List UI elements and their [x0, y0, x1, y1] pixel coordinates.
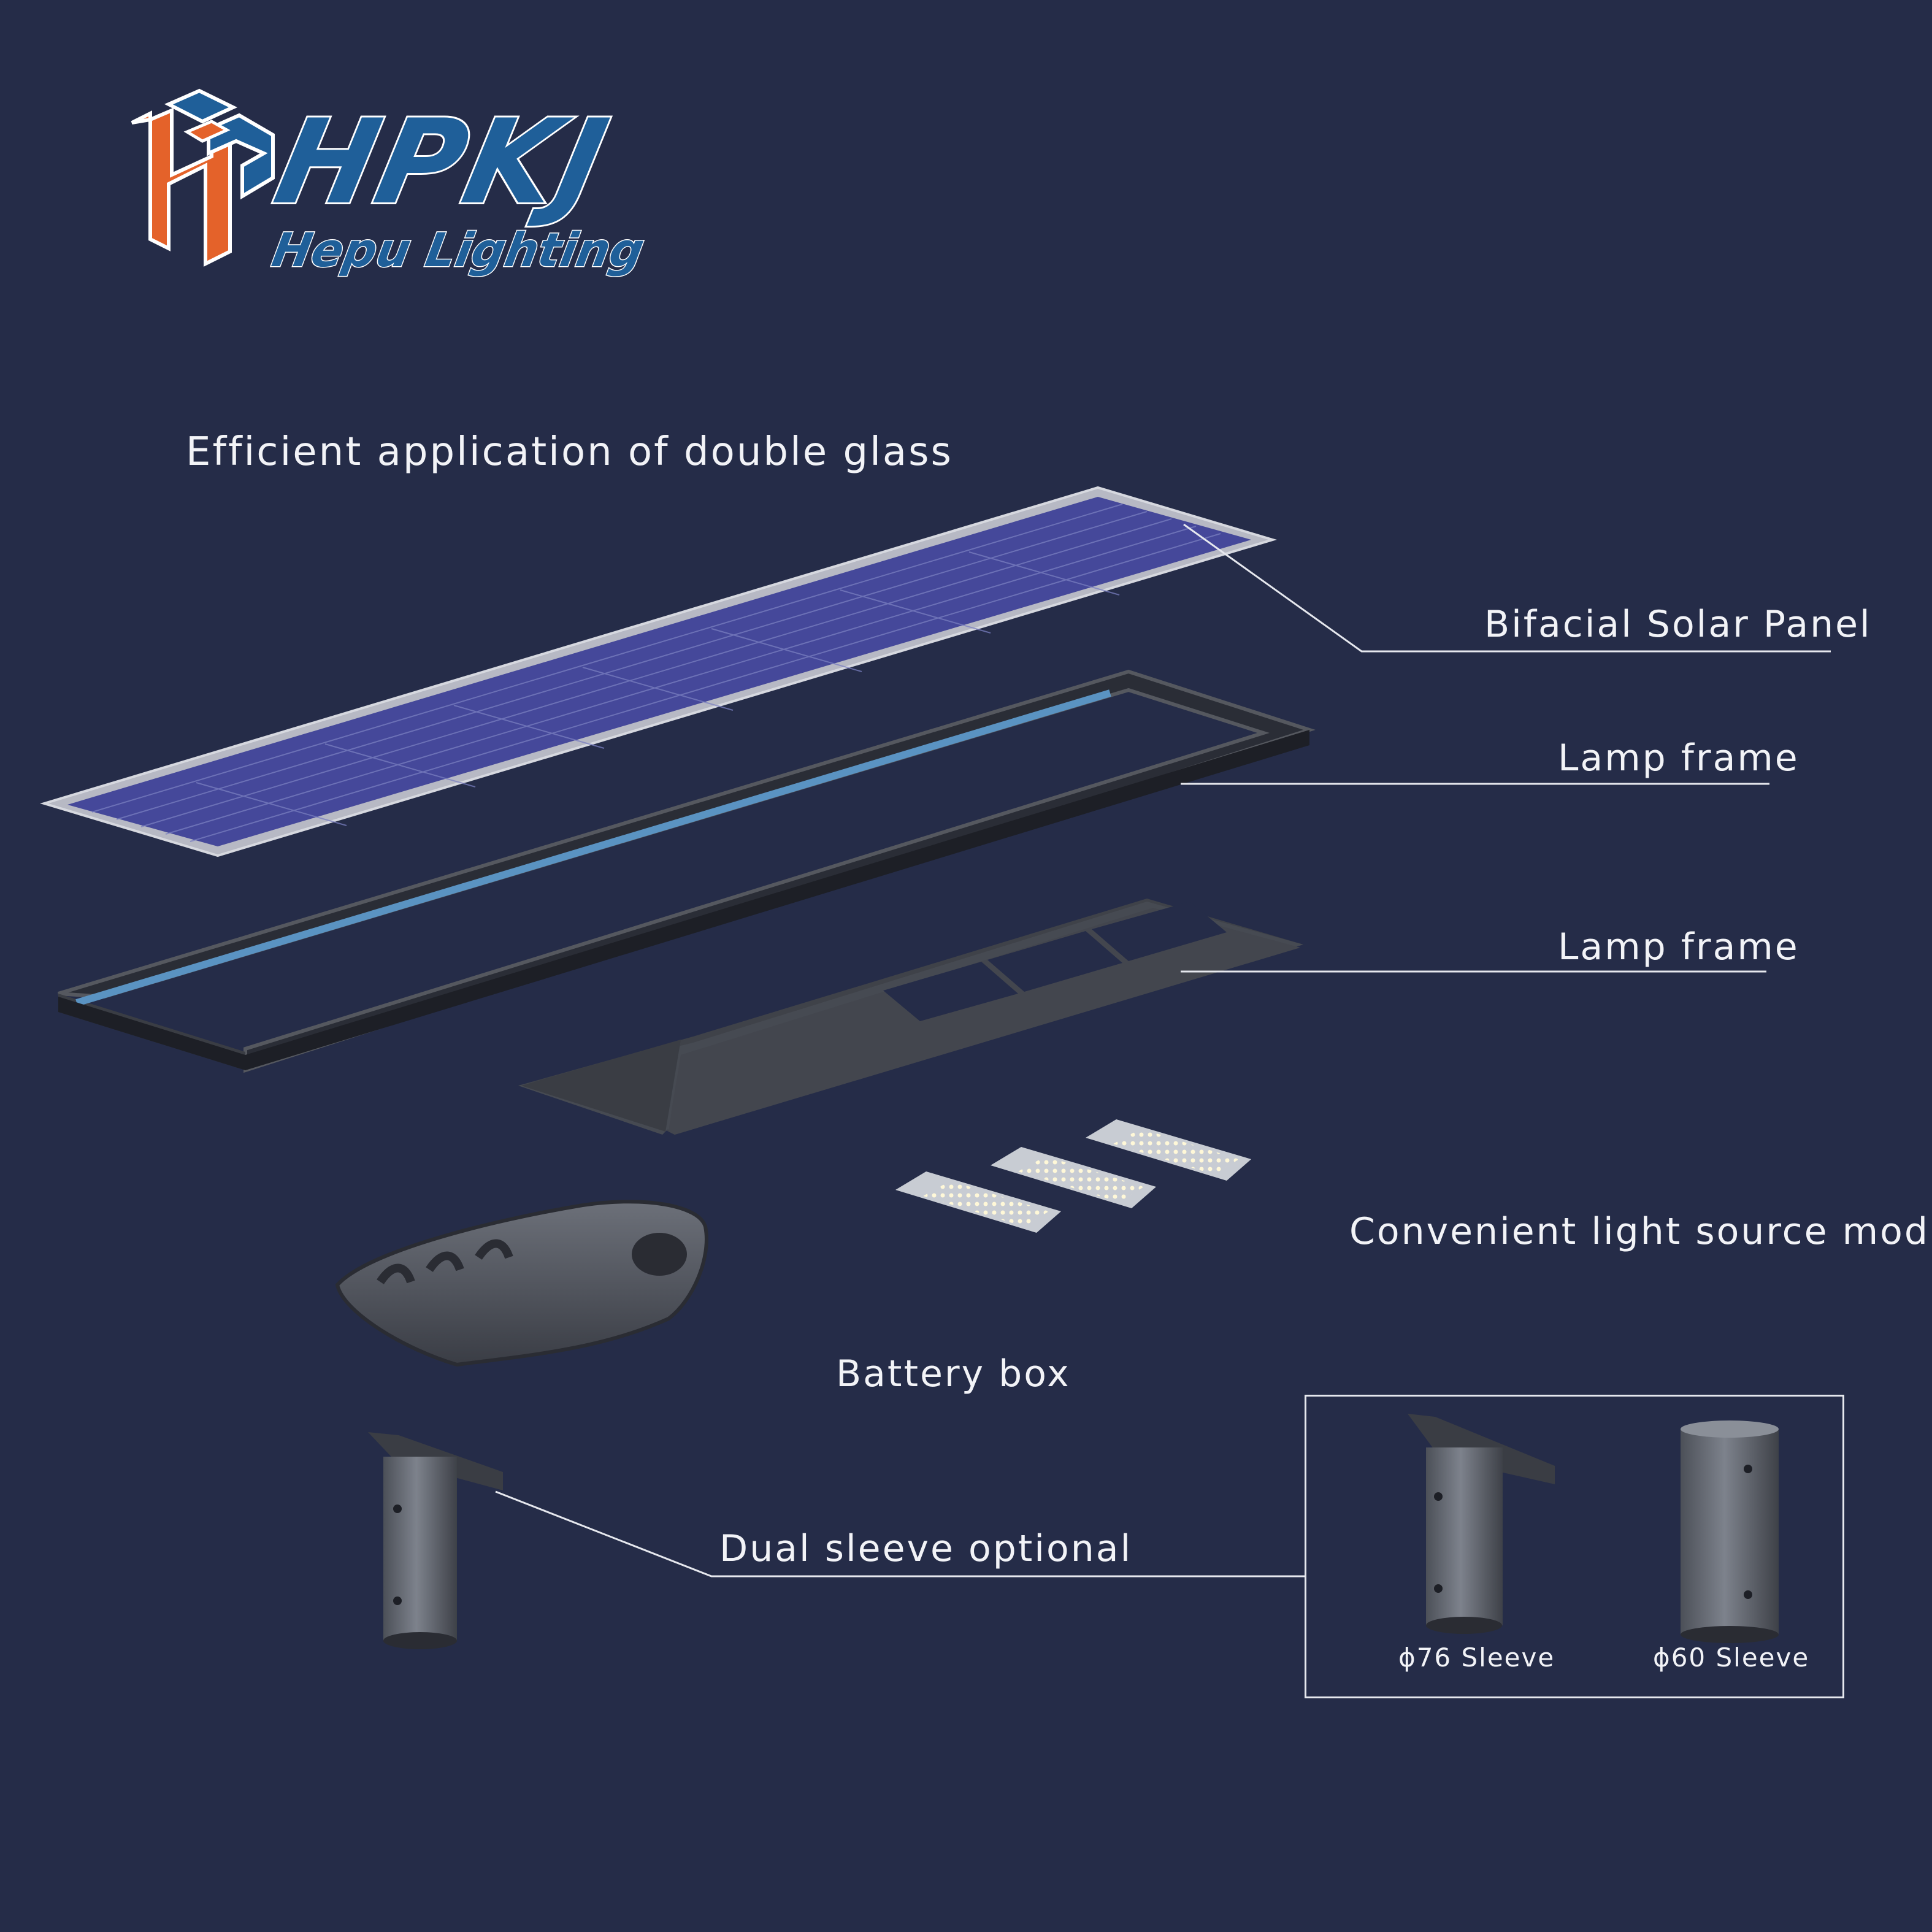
label-lamp-frame-bottom: Lamp frame: [1558, 926, 1800, 968]
label-light-module: Convenient light source module: [1349, 1210, 1932, 1253]
label-solar-panel: Bifacial Solar Panel: [1484, 603, 1872, 646]
leader-lines: [495, 523, 1831, 1577]
led-modules: [895, 1119, 1251, 1233]
sleeve-option-60: [1681, 1420, 1779, 1643]
battery-box: [335, 1200, 708, 1367]
label-battery-box: Battery box: [836, 1352, 1071, 1395]
sleeve-options-box: [1305, 1395, 1844, 1698]
sleeve-illustration: [368, 1432, 503, 1649]
label-lamp-frame-top: Lamp frame: [1558, 737, 1800, 780]
lamp-frame: [58, 669, 1316, 1073]
sleeve-76-label: ϕ76 Sleeve: [1398, 1643, 1555, 1673]
label-sleeve: Dual sleeve optional: [719, 1527, 1133, 1570]
page-heading: Efficient application of double glass: [186, 429, 953, 475]
solar-panel: [40, 486, 1277, 857]
sleeve-60-label: ϕ60 Sleeve: [1653, 1643, 1810, 1673]
lamp-plate: [518, 899, 1303, 1135]
logo-mark-icon: [131, 88, 275, 267]
sleeve-option-76: [1408, 1414, 1555, 1634]
